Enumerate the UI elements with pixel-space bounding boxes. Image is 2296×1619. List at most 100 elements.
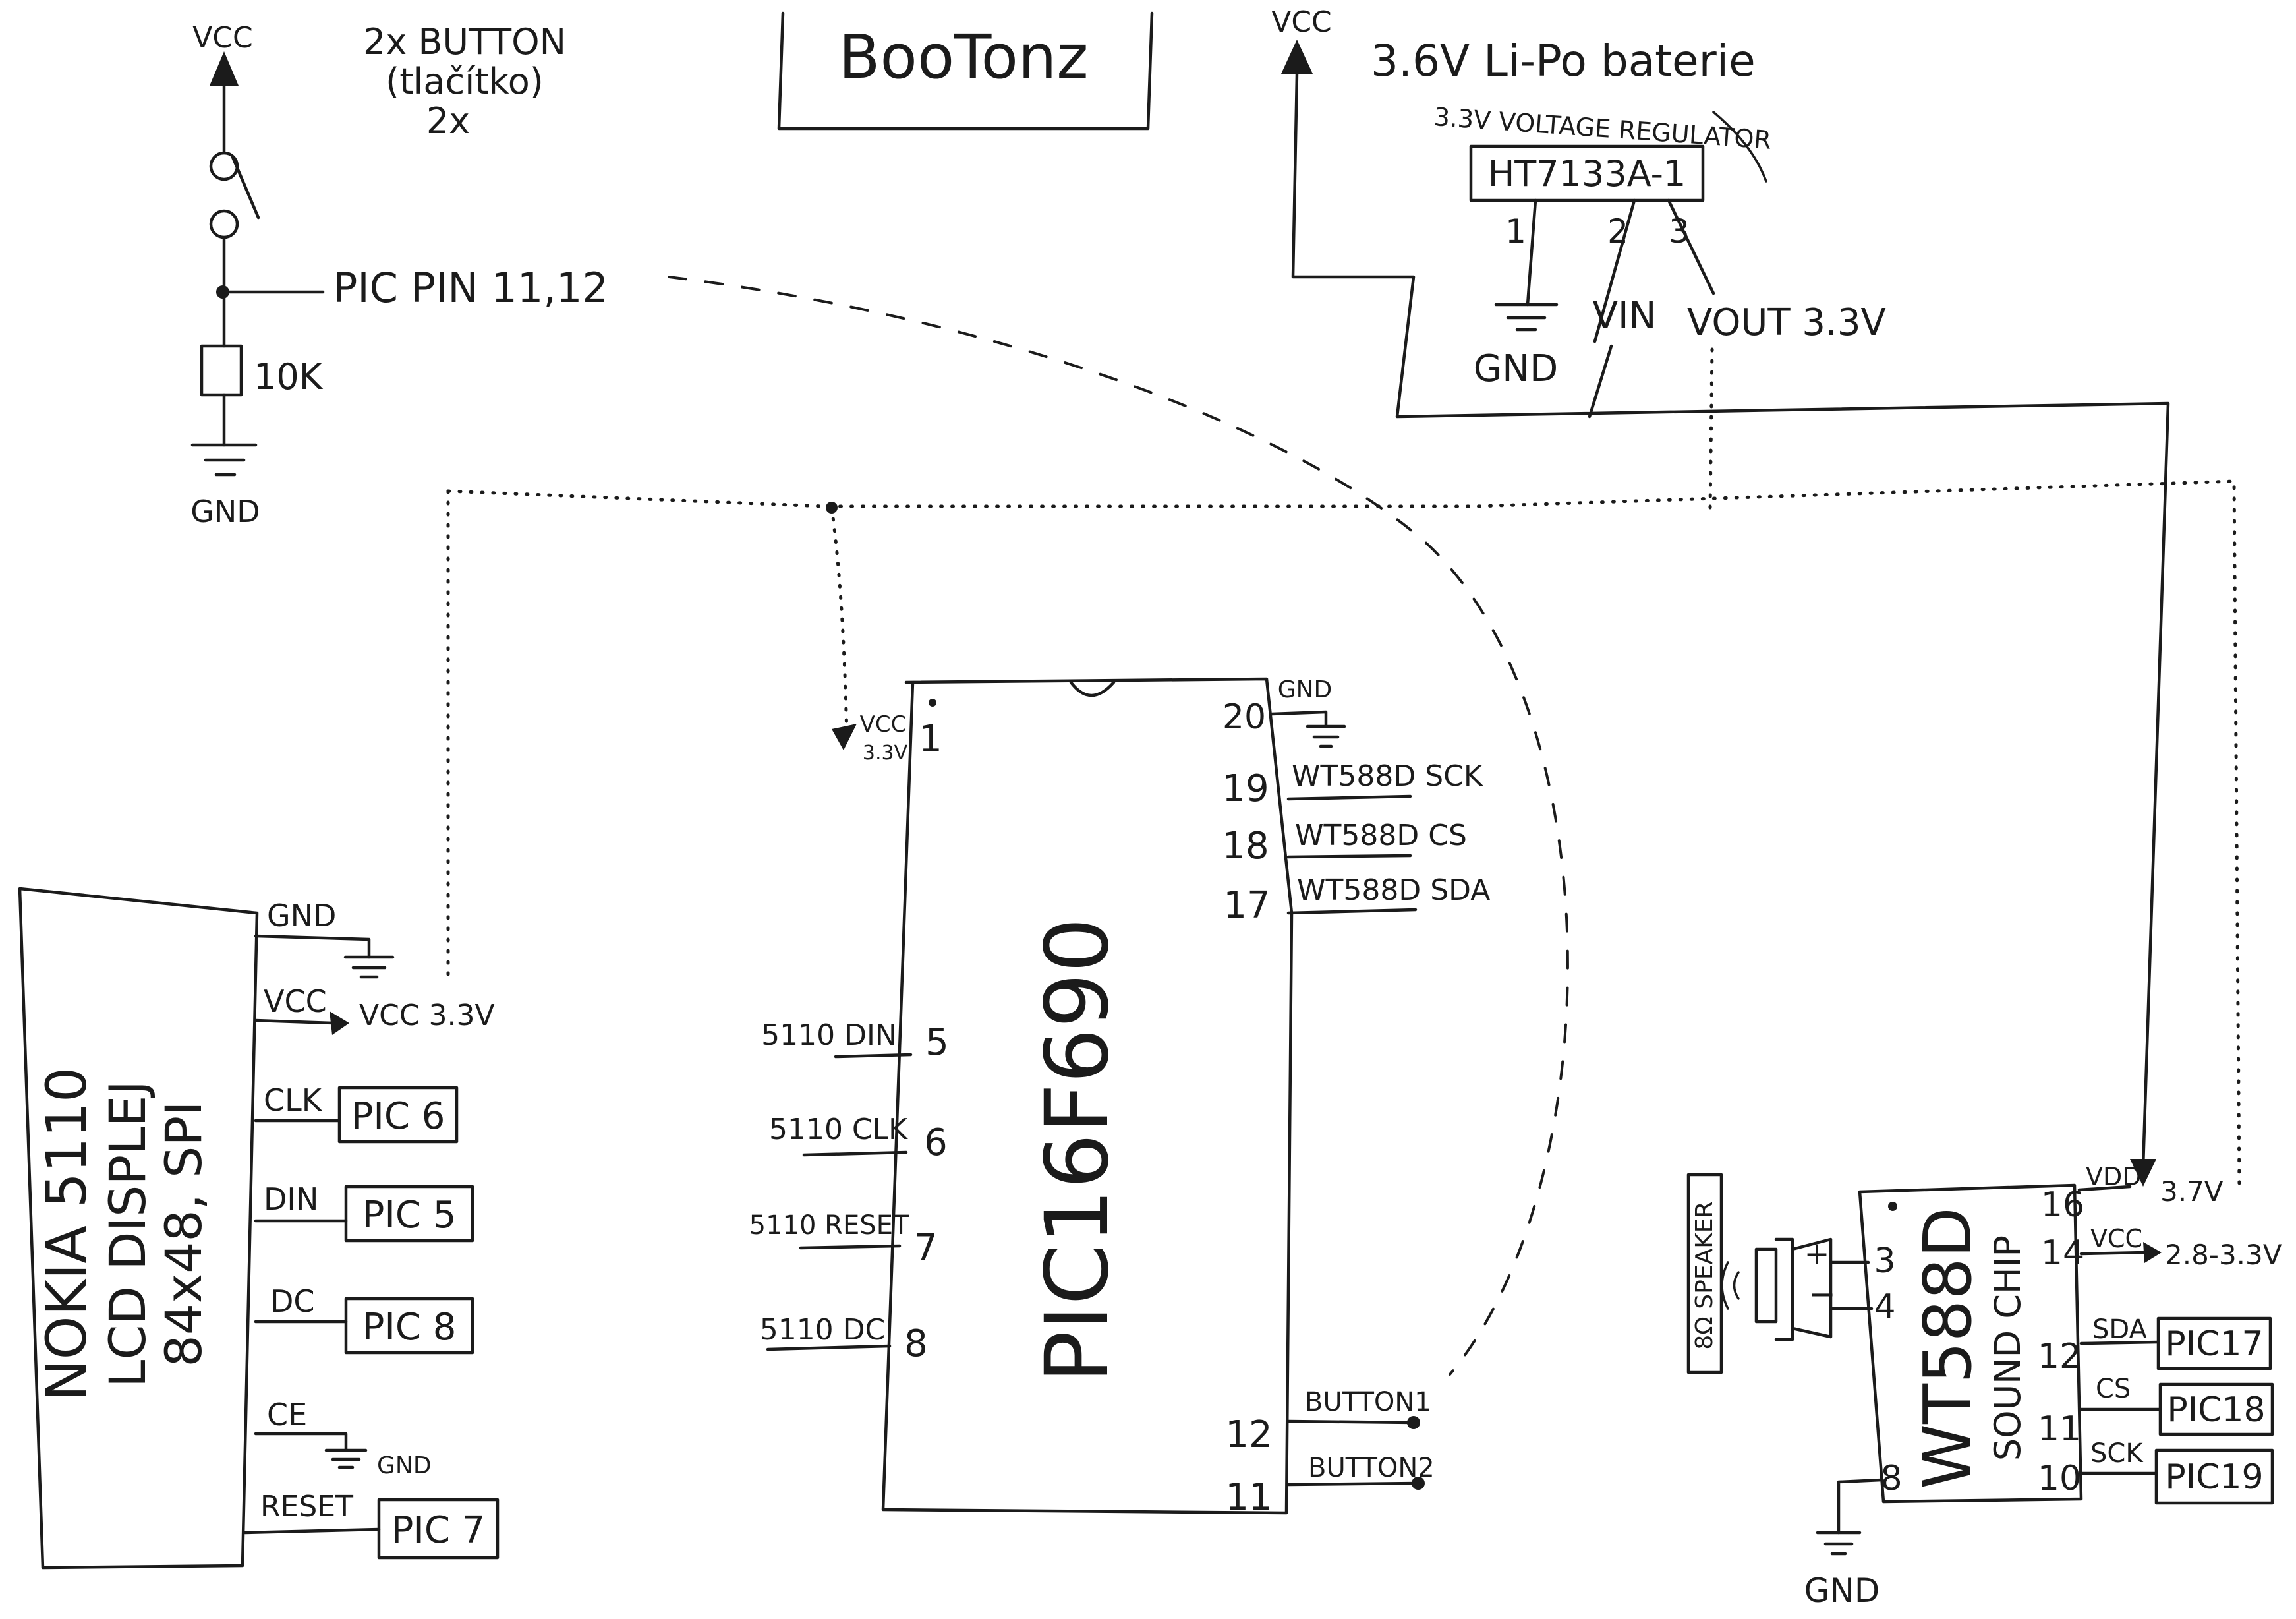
wt588d-pin-number: 3 — [1874, 1241, 1895, 1281]
button-circuit: VCC 2x BUTTON (tlačítko) 2x PIC PIN 11,1… — [190, 21, 608, 529]
wt588d-pin-number: 11 — [2038, 1409, 2081, 1449]
speaker-label: 8Ω SPEAKER — [1691, 1201, 1718, 1349]
button2-terminal-icon — [1412, 1477, 1425, 1490]
pic-pin-number: 19 — [1222, 767, 1269, 810]
wt588d-pin-number: 4 — [1874, 1287, 1895, 1327]
lcd-pin-target-box — [377, 1498, 500, 1560]
switch-contact-icon — [209, 209, 239, 239]
pic-pin-number: 17 — [1223, 884, 1270, 927]
wt588d-sound-chip: WT588D SOUND CHIP 8Ω SPEAKER + − 3 4 8 G… — [1686, 1162, 2282, 1610]
lcd-name-line3: 84x48, SPI — [154, 1101, 213, 1367]
regulator-pin1: 1 — [1505, 212, 1526, 250]
switch-lever-icon — [230, 154, 260, 220]
chip-notch-icon — [1069, 680, 1116, 697]
junction-dot-icon — [826, 502, 838, 514]
button-gnd-label: GND — [190, 494, 260, 529]
pic-vcc-value: 3.3V — [863, 742, 908, 765]
lcd-pin-target-box — [344, 1185, 474, 1243]
wt588d-cs-label: CS — [2096, 1374, 2131, 1404]
vcc-arrow-icon — [210, 51, 239, 86]
lcd-pin-label: GND — [267, 898, 336, 933]
pic-pin-number: 12 — [1225, 1413, 1272, 1456]
speaker-minus-label: − — [1808, 1275, 1836, 1313]
button-heading-line3: 2x — [426, 100, 470, 142]
button1-terminal-icon — [1407, 1416, 1420, 1429]
wt588d-pin-number: 8 — [1880, 1459, 1902, 1498]
vcc-arrow-icon — [2143, 1242, 2162, 1263]
wt588d-vcc-label: VCC — [2090, 1224, 2142, 1253]
wt588d-vdd-label: VDD — [2086, 1162, 2142, 1191]
pic-pin-number: 8 — [904, 1322, 928, 1365]
lcd-pin-target-box — [344, 1297, 474, 1355]
vcc-arrow-icon — [1281, 40, 1313, 74]
regulator-pin3: 3 — [1669, 212, 1690, 250]
lcd-pin-target: VCC 3.3V — [359, 999, 495, 1032]
regulator-vin-label: VIN — [1593, 295, 1657, 338]
pic-pin-label: BUTTON2 — [1308, 1453, 1435, 1483]
pic-pin-label: WT588D SDA — [1297, 873, 1490, 907]
wt588d-pin-target-box — [2154, 1448, 2274, 1505]
regulator-vout-label: VOUT 3.3V — [1687, 301, 1886, 344]
pic-pin-label: 5110 CLK — [769, 1113, 908, 1146]
title-block: BooTonz — [777, 11, 1154, 131]
wt588d-pin-number: 10 — [2038, 1459, 2081, 1498]
wt588d-pin-target-box — [2158, 1382, 2274, 1436]
lcd-pin-label: CE — [267, 1397, 307, 1432]
wt588d-vdd-value: 3.7V — [2160, 1175, 2224, 1208]
lcd-pin-target-box — [337, 1086, 459, 1144]
diagram-title: BooTonz — [838, 22, 1088, 92]
power-section: VCC 3.6V Li-Po baterie 3.3V VOLTAGE REGU… — [446, 5, 2241, 1376]
lcd-pin-target: PIC 6 — [351, 1095, 445, 1138]
power-vcc-label: VCC — [1271, 5, 1332, 39]
speaker-plus-label: + — [1804, 1236, 1830, 1272]
pic-pin-number: 20 — [1222, 697, 1266, 737]
lcd-pin-label: RESET — [260, 1490, 353, 1523]
wt588d-pin-number: 16 — [2041, 1185, 2084, 1225]
regulator-gnd-label: GND — [1474, 347, 1558, 390]
pic16f690: PIC16F690 VCC 3.3V 1 5110 DIN 5 5110 CLK… — [749, 676, 1491, 1519]
lcd-pin-target: PIC 8 — [362, 1306, 457, 1349]
pic-pin-number: 5 — [925, 1021, 949, 1064]
vcc-arrow-icon — [832, 724, 857, 750]
pic-pin-number: 18 — [1222, 825, 1269, 868]
regulator-body — [1469, 144, 1705, 202]
wt588d-pin-number: 12 — [2038, 1337, 2081, 1376]
button-heading-line1: 2x BUTTON — [363, 21, 566, 63]
lcd-pin-label: DIN — [264, 1181, 318, 1217]
pic-pin-label: WT588D SCK — [1292, 759, 1483, 793]
lcd-name-line2: LCD DISPLEJ — [98, 1080, 157, 1388]
nokia-5110-lcd: NOKIA 5110 LCD DISPLEJ 84x48, SPI GND VC… — [18, 887, 500, 1570]
wt588d-pin-target: PIC17 — [2165, 1324, 2263, 1364]
wt588d-gnd-label: GND — [1804, 1572, 1880, 1610]
pic-pin-label: 5110 RESET — [749, 1210, 909, 1241]
lcd-pin-target: PIC 5 — [362, 1194, 457, 1237]
lcd-pin-target: PIC 7 — [391, 1509, 486, 1552]
regulator-part-label: HT7133A-1 — [1488, 153, 1686, 194]
battery-label: 3.6V Li-Po baterie — [1371, 36, 1756, 86]
vdd-arrow-icon — [2130, 1159, 2156, 1187]
speaker-label-box — [1686, 1173, 1723, 1374]
pin1-marker-icon — [929, 699, 936, 707]
pin1-marker-icon — [1888, 1202, 1897, 1211]
pic-chip-name: PIC16F690 — [1027, 918, 1128, 1384]
pic-vcc-label: VCC — [860, 711, 907, 738]
wt588d-vcc-value: 2.8-3.3V — [2165, 1239, 2282, 1271]
wt588d-sck-label: SCK — [2090, 1438, 2144, 1469]
wt588d-pin-target: PIC19 — [2165, 1457, 2263, 1497]
button-heading-line2: (tlačítko) — [386, 61, 544, 102]
vcc-arrow-icon — [330, 1011, 349, 1035]
button-vcc-label: VCC — [192, 21, 253, 55]
speaker-icon — [1754, 1247, 1778, 1324]
pic-pin-number: 11 — [1225, 1476, 1272, 1519]
wt588d-pin-target-box — [2156, 1316, 2272, 1370]
pic-pin-number: 7 — [914, 1227, 938, 1270]
pic-gnd-label: GND — [1278, 676, 1333, 703]
wt588d-pin-number: 14 — [2041, 1233, 2084, 1273]
lcd-name-line1: NOKIA 5110 — [34, 1067, 99, 1401]
wt588d-sda-label: SDA — [2092, 1314, 2147, 1345]
lcd-pin-label: DC — [270, 1283, 315, 1319]
wt588d-chip-subtitle: SOUND CHIP — [1987, 1235, 2028, 1461]
pic-pin-label: WT588D CS — [1295, 819, 1467, 852]
pic-pin-label: 5110 DC — [760, 1313, 886, 1347]
